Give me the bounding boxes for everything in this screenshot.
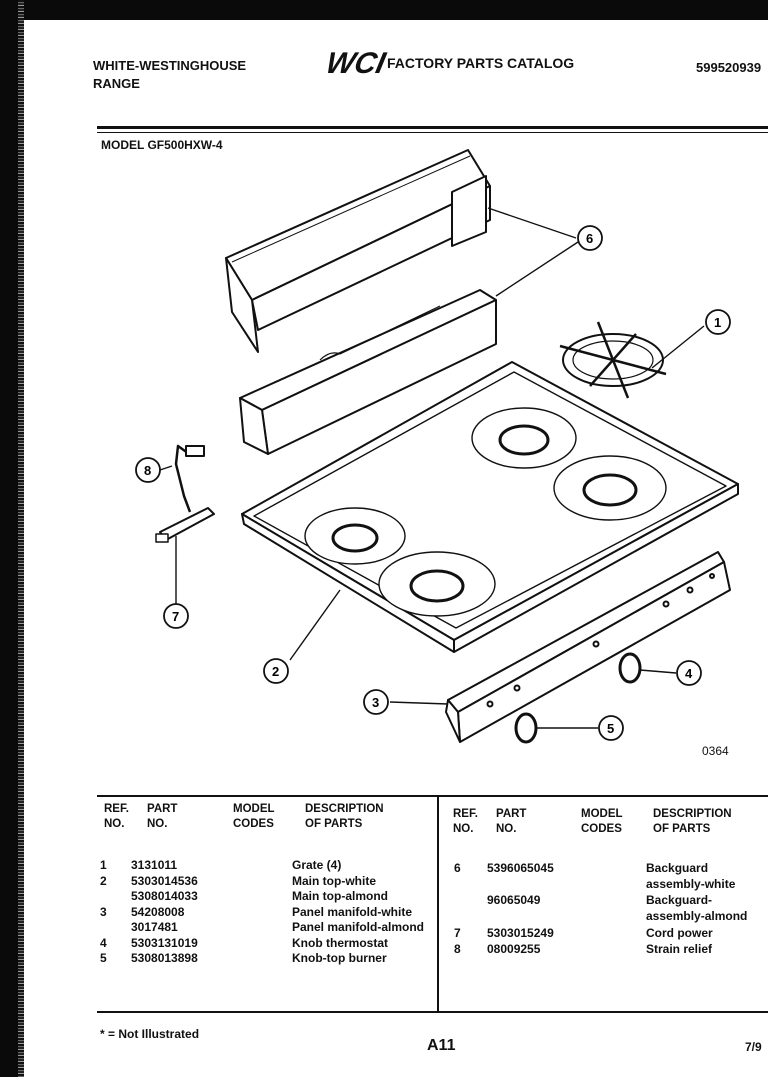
table-cell: 3017481 [131,920,178,934]
table-row: 7 [454,926,461,940]
table-cell [100,920,107,936]
header-part-no-right: PART NO. [496,808,527,835]
callout-3: 3 [363,689,389,715]
table-cell: Grate (4) [292,858,342,872]
table-cell: 3131011 [131,858,178,872]
table-row: 08009255 [487,942,541,956]
table-bottom-rule [97,1011,768,1013]
header-rule [97,126,768,129]
page-number: A11 [427,1037,456,1054]
callout-5-label: 5 [607,721,614,736]
table-top-rule [97,795,768,797]
table-cell: Knob-top burner [292,951,387,965]
callout-1-label: 1 [714,315,721,330]
table-row: 6 [454,861,461,875]
manifold-panel [445,551,731,743]
brand-name: WHITE-WESTINGHOUSE [93,58,247,73]
table-row: Backguard-assembly-almond [646,893,748,923]
left-ref-column: 1 2 3 4 5 [100,858,107,967]
callout-8: 8 [135,457,161,483]
table-row: 5303015249 [487,926,554,940]
left-part-column: 3131011 5303014536 5308014033 54208008 3… [131,858,198,967]
header-description-right: DESCRIPTION OF PARTS [653,808,732,835]
table-divider [437,797,439,1011]
table-cell: Knob thermostat [292,935,388,950]
header-description: DESCRIPTION OF PARTS [305,803,384,830]
table-cell: 5 [100,951,107,965]
catalog-date: 7/9 [745,1040,762,1054]
callout-1: 1 [705,309,731,335]
backguard-lower [239,289,497,455]
table-cell: Panel manifold-almond [292,920,425,934]
table-cell: 3 [100,904,107,919]
scan-left-border [0,0,24,1077]
table-cell: 1 [100,858,107,872]
table-cell: Main top-white [292,873,376,888]
callout-5: 5 [598,715,624,741]
table-row: Cord power [646,926,713,940]
callout-2: 2 [263,658,289,684]
thermostat-knob [618,652,642,684]
scan-top-border [0,0,768,20]
main-top [241,361,739,653]
callout-6-label: 6 [586,231,593,246]
table-cell: 4 [100,935,107,950]
grate [559,321,667,399]
burner-knob [514,712,538,744]
header-model-codes-right: MODEL CODES [581,808,623,835]
callout-4-label: 4 [685,666,693,681]
header-ref-no: REF. NO. [104,803,129,830]
callout-6: 6 [577,225,603,251]
callout-3-label: 3 [372,695,379,710]
table-cell [100,889,107,905]
left-description-column: Grate (4) Main top-white Main top-almond… [292,858,424,967]
table-row: Strain relief [646,942,713,956]
header-rule-thin [97,132,768,133]
leader-lines [159,207,705,729]
table-cell: 5308013898 [131,951,198,965]
table-row: 96065049 [487,893,541,907]
header-model-codes: MODEL CODES [233,803,275,830]
callout-2-label: 2 [272,664,279,679]
drawing-number: 0364 [702,744,729,758]
not-illustrated-note: * = Not Illustrated [100,1027,200,1041]
table-row: 5396065045 [487,861,554,875]
table-cell: 2 [100,873,107,888]
table-row: 8 [454,942,461,956]
table-cell: 5303131019 [131,935,198,950]
product-type: RANGE [93,76,140,91]
callout-7: 7 [163,603,189,629]
callout-7-label: 7 [172,609,179,624]
backguard-upper [225,149,491,353]
power-cord [155,444,215,543]
table-cell: 5303014536 [131,873,198,888]
callout-4: 4 [676,660,702,686]
catalog-title: FACTORY PARTS CATALOG [387,55,575,71]
callout-8-label: 8 [144,463,151,478]
header-ref-no-right: REF. NO. [453,808,478,835]
header-part-no: PART NO. [147,803,178,830]
table-cell: Main top-almond [292,889,388,903]
table-cell: 5308014033 [131,889,198,903]
table-cell: 54208008 [131,904,185,919]
table-cell: Panel manifold-white [292,904,413,919]
model-number: MODEL GF500HXW-4 [101,138,223,152]
catalog-number: 599520939 [696,60,762,75]
